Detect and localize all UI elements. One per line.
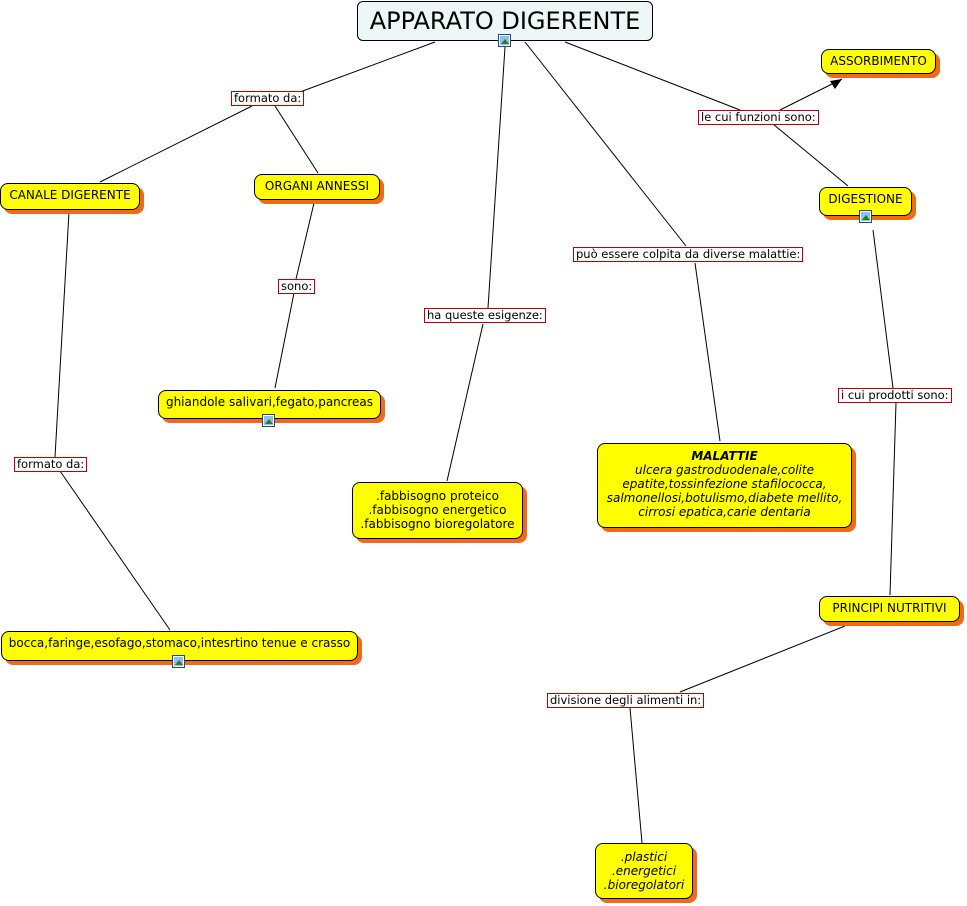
fabbisogno-line: .fabbisogno proteico <box>376 489 499 503</box>
node-fabbisogno[interactable]: .fabbisogno proteico .fabbisogno energet… <box>352 482 523 539</box>
image-attachment-icon[interactable] <box>498 34 511 47</box>
link-label-sono: sono: <box>278 279 316 294</box>
node-label: bocca,faringe,esofago,stomaco,intesrtino… <box>8 636 351 650</box>
node-label: ORGANI ANNESSI <box>264 179 370 193</box>
malattie-line: cirrosi epatica,carie dentaria <box>638 505 811 519</box>
fabbisogno-line: .fabbisogno energetico <box>368 503 507 517</box>
node-plastici[interactable]: .plastici .energetici .bioregolatori <box>595 843 693 899</box>
link-label-formato-da-2: formato da: <box>14 457 88 472</box>
malattie-line: epatite,tossinfezione stafilococca, <box>622 477 827 491</box>
link-label-formato-da: formato da: <box>231 91 305 106</box>
node-label: DIGESTIONE <box>828 192 903 206</box>
image-attachment-icon[interactable] <box>172 655 185 668</box>
node-label: ASSORBIMENTO <box>830 54 927 68</box>
malattie-line: ulcera gastroduodenale,colite <box>635 463 814 477</box>
fabbisogno-line: .fabbisogno bioregolatore <box>360 517 515 531</box>
node-label: PRINCIPI NUTRITIVI <box>832 601 947 615</box>
arrowhead-icon <box>830 79 842 89</box>
link-label-funzioni: le cui funzioni sono: <box>698 110 819 125</box>
plastici-line: .plastici <box>620 850 668 864</box>
node-organi-annessi[interactable]: ORGANI ANNESSI <box>254 174 380 200</box>
root-title: APPARATO DIGERENTE <box>369 7 641 35</box>
node-label: CANALE DIGERENTE <box>9 188 131 202</box>
link-label-prodotti: i cui prodotti sono: <box>838 388 952 403</box>
node-malattie[interactable]: MALATTIE ulcera gastroduodenale,colite e… <box>597 443 852 528</box>
image-attachment-icon[interactable] <box>859 210 872 223</box>
link-label-esigenze: ha queste esigenze: <box>424 308 546 323</box>
node-label: ghiandole salivari,fegato,pancreas <box>165 395 374 409</box>
link-label-malattie: può essere colpita da diverse malattie: <box>573 247 804 262</box>
malattie-title: MALATTIE <box>691 449 758 463</box>
malattie-line: salmonellosi,botulismo,diabete mellito, <box>606 491 843 505</box>
plastici-line: .energetici <box>611 864 677 878</box>
image-attachment-icon[interactable] <box>262 414 275 427</box>
node-assorbimento[interactable]: ASSORBIMENTO <box>821 49 936 74</box>
plastici-line: .bioregolatori <box>603 878 685 892</box>
node-ghiandole[interactable]: ghiandole salivari,fegato,pancreas <box>158 390 381 419</box>
node-canale-digerente[interactable]: CANALE DIGERENTE <box>0 183 140 210</box>
link-label-divisione: divisione degli alimenti in: <box>547 693 705 708</box>
node-principi-nutritivi[interactable]: PRINCIPI NUTRITIVI <box>819 596 960 622</box>
